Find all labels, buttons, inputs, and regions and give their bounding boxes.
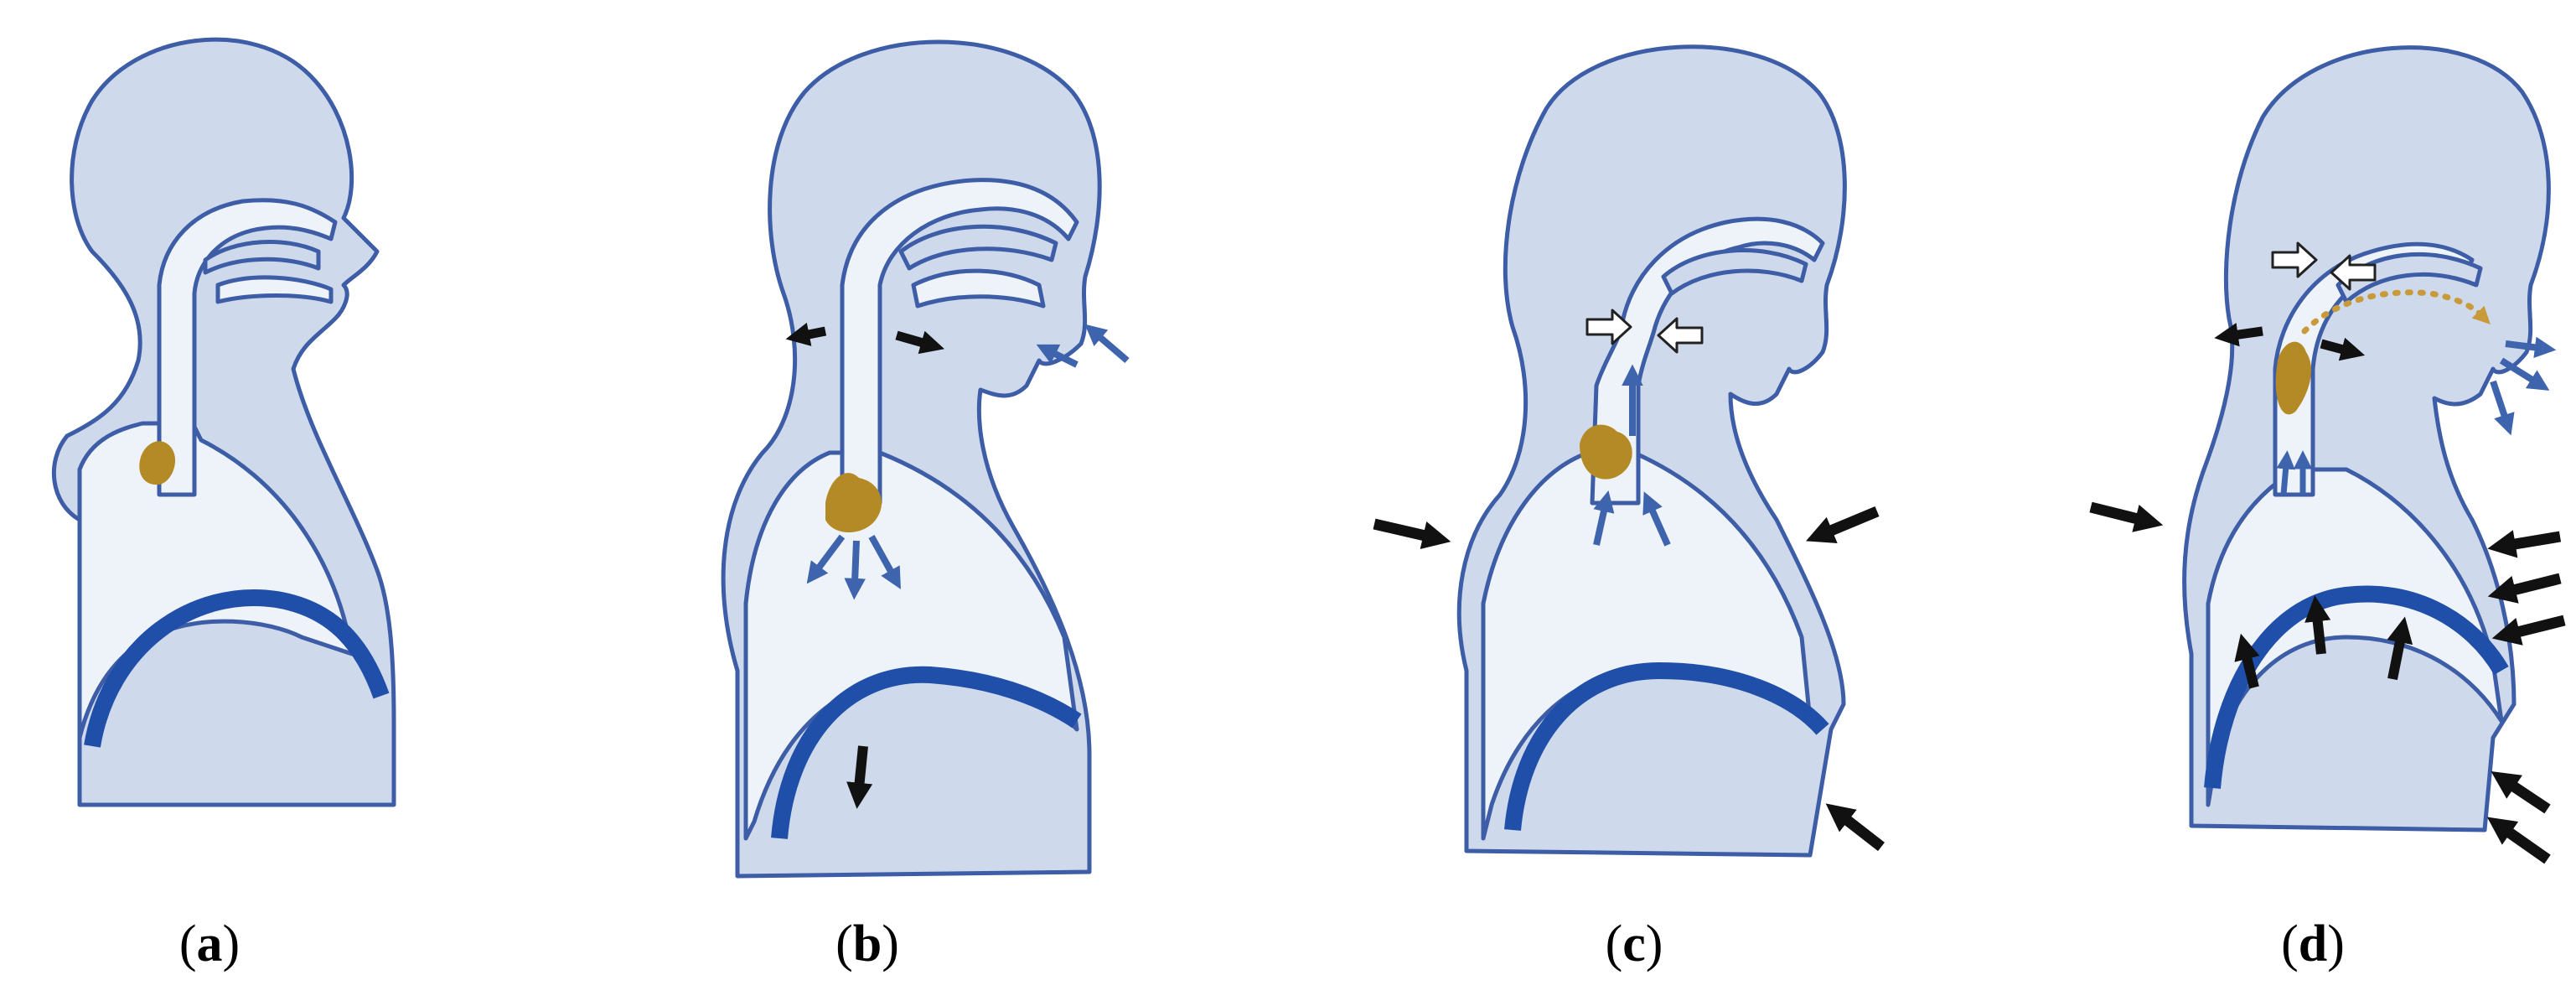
- blue-airflow-arrow-icon: [868, 535, 901, 589]
- blue-airflow-arrow-icon: [2276, 450, 2295, 495]
- blue-airflow-arrow-icon: [806, 534, 846, 584]
- panel-label-d: d: [2298, 915, 2328, 972]
- diaphragm: [771, 666, 1082, 839]
- panel-caption-b: (b): [835, 915, 899, 972]
- panel-label-a: a: [196, 915, 223, 972]
- panel-label-c: c: [1622, 915, 1646, 972]
- black-arrow-icon: [2491, 771, 2551, 814]
- black-arrow-icon: [2234, 633, 2260, 689]
- diaphragm: [2204, 585, 2509, 789]
- blue-airflow-arrow-icon: [1593, 490, 1615, 546]
- black-arrow-icon: [2486, 817, 2551, 864]
- blue-airflow-arrow-icon: [1642, 491, 1671, 547]
- panel-a: [51, 37, 396, 807]
- black-arrow-icon: [2487, 573, 2562, 604]
- black-arrow-icon: [2487, 530, 2562, 558]
- palate: [203, 240, 321, 275]
- mouth-cavity: [911, 268, 1046, 309]
- airway: [840, 178, 1079, 506]
- panel-d: [2089, 45, 2566, 864]
- black-arrow-icon: [2304, 595, 2331, 655]
- palate: [898, 224, 1058, 271]
- blue-airflow-arrow-icon: [2490, 380, 2515, 436]
- panel-caption-a: (a): [178, 915, 241, 972]
- black-arrow-icon: [2491, 615, 2566, 646]
- blue-airflow-arrow-icon: [2499, 357, 2550, 391]
- black-arrow-icon: [895, 330, 944, 355]
- black-arrow-icon: [2089, 501, 2164, 532]
- mouth-cavity: [215, 275, 334, 304]
- black-arrow-icon: [2387, 616, 2413, 681]
- panel-caption-c: (c): [1605, 915, 1663, 972]
- panel-c: [1373, 44, 1885, 858]
- blue-airflow-arrow-icon: [1084, 324, 1130, 364]
- black-arrow-icon: [846, 745, 873, 809]
- black-arrow-icon: [2320, 337, 2366, 361]
- airway: [2273, 241, 2475, 497]
- diaphragm: [84, 589, 390, 748]
- blue-airflow-arrow-icon: [2505, 336, 2557, 359]
- mucus-icon: [139, 441, 176, 485]
- airway: [1590, 216, 1825, 506]
- panel-b: [721, 39, 1130, 879]
- panel-caption-d: (d): [2281, 915, 2345, 972]
- black-arrow-icon: [1825, 803, 1885, 852]
- black-arrow-icon: [1806, 506, 1880, 543]
- black-arrow-icon: [2214, 323, 2263, 347]
- mucus-icon: [2275, 341, 2312, 415]
- palate: [1661, 248, 1808, 296]
- blue-airflow-arrow-icon: [1036, 344, 1079, 368]
- panel-label-b: b: [852, 915, 882, 972]
- mucus-icon: [1580, 424, 1632, 480]
- black-arrow-icon: [785, 322, 827, 346]
- blue-airflow-arrow-icon: [844, 540, 866, 600]
- black-arrow-icon: [1373, 518, 1451, 549]
- mucus-icon: [825, 473, 882, 532]
- airway: [157, 198, 338, 497]
- expulsion-path: [2301, 289, 2491, 335]
- diaphragm: [1504, 661, 1829, 831]
